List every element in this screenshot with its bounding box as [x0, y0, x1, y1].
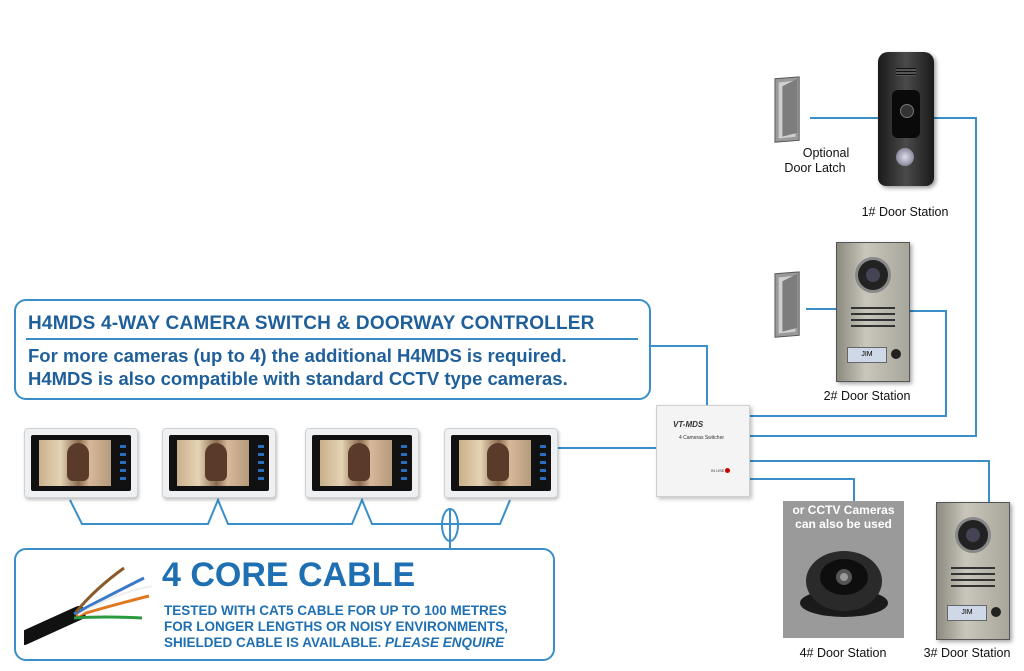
cable-line-3-italic: PLEASE ENQUIRE: [385, 635, 505, 650]
cable-image: [17, 558, 154, 653]
station-1-speaker: [896, 68, 916, 76]
controller-line-2: H4MDS is also compatible with standard C…: [28, 368, 568, 389]
switch-led-label: IN USE: [711, 468, 725, 473]
controller-line-1: For more cameras (up to 4) the additiona…: [28, 345, 567, 366]
station-1-label: 1# Door Station: [861, 205, 949, 219]
camera-switch-unit: VT-MDS 4 Cameras Switcher IN USE: [656, 405, 750, 497]
station-1-lens: [900, 104, 914, 118]
station-4-label: 4# Door Station: [799, 646, 887, 660]
optional-latch-label-line1: Optional: [802, 146, 850, 160]
wire-station2-right: [908, 310, 946, 312]
door-station-2: JIM: [836, 242, 910, 382]
controller-info-box: H4MDS 4-WAY CAMERA SWITCH & DOORWAY CONT…: [14, 299, 651, 400]
cable-line-2: FOR LONGER LENGTHS OR NOISY ENVIRONMENTS…: [164, 619, 509, 634]
station-2-nameplate-text: JIM: [861, 351, 873, 358]
station-2-button: [891, 349, 901, 359]
station-3-lens: [966, 528, 980, 542]
station-2-label: 2# Door Station: [823, 389, 911, 403]
door-station-1: [878, 52, 934, 186]
station-3-nameplate-text: JIM: [961, 609, 973, 616]
monitor-4: [444, 428, 558, 498]
wire-station1-to-switch: [749, 435, 977, 437]
station-3-button: [991, 607, 1001, 617]
wire-controller-to-switch-h: [650, 345, 708, 347]
wire-monitors-to-switch: [556, 447, 656, 449]
monitor-chain-wires: [69, 497, 511, 550]
cable-info-box: 4 CORE CABLE TESTED WITH CAT5 CABLE FOR …: [14, 548, 555, 661]
station-2-lens: [866, 268, 880, 282]
cable-title: 4 CORE CABLE: [162, 556, 416, 594]
switch-model: VT-MDS: [673, 420, 704, 429]
wire-station4-h: [749, 478, 855, 480]
wire-station1-v: [975, 117, 977, 437]
cctv-caption-line1: or CCTV Cameras: [792, 503, 895, 517]
cctv-camera-panel: or CCTV Cameras can also be used: [783, 501, 904, 638]
wire-station1-h: [810, 117, 878, 119]
switch-subtitle: 4 Cameras Switcher: [679, 435, 725, 441]
wire-station1-right: [934, 117, 976, 119]
door-latch-2-icon: [774, 271, 800, 338]
monitor-2: [162, 428, 276, 498]
optional-latch-label-line2: Door Latch: [784, 161, 846, 175]
station-2-nameplate: JIM: [847, 347, 887, 363]
monitor-3: [305, 428, 419, 498]
wire-station3-h: [749, 460, 989, 462]
controller-title: H4MDS 4-WAY CAMERA SWITCH & DOORWAY CONT…: [28, 313, 595, 334]
cctv-dome-icon: [800, 551, 888, 617]
wire-station3-v: [988, 460, 990, 502]
door-station-3: JIM: [936, 502, 1010, 640]
cable-line-3: SHIELDED CABLE IS AVAILABLE. PLEASE ENQU…: [164, 635, 504, 651]
monitor-1: [24, 428, 138, 498]
wire-station2-v: [945, 310, 947, 416]
wire-station2-to-switch: [749, 415, 947, 417]
station-3-label: 3# Door Station: [923, 646, 1011, 660]
station-3-grille: [951, 563, 995, 591]
wire-station2-latch: [806, 308, 836, 310]
door-latch-1-icon: [774, 76, 800, 143]
cable-line-3-plain: SHIELDED CABLE IS AVAILABLE.: [164, 635, 382, 650]
station-1-button: [896, 148, 914, 166]
controller-title-underline: [26, 338, 638, 340]
optional-latch-label: Optional Door Latch: [770, 146, 860, 176]
cable-line-1: TESTED WITH CAT5 CABLE FOR UP TO 100 MET…: [164, 603, 507, 618]
station-3-nameplate: JIM: [947, 605, 987, 621]
switch-led-icon: [725, 468, 730, 473]
station-2-grille: [851, 303, 895, 331]
cctv-caption-line2: can also be used: [795, 517, 892, 531]
wire-controller-to-switch-v: [706, 345, 708, 405]
wire-station4-v: [853, 478, 855, 502]
